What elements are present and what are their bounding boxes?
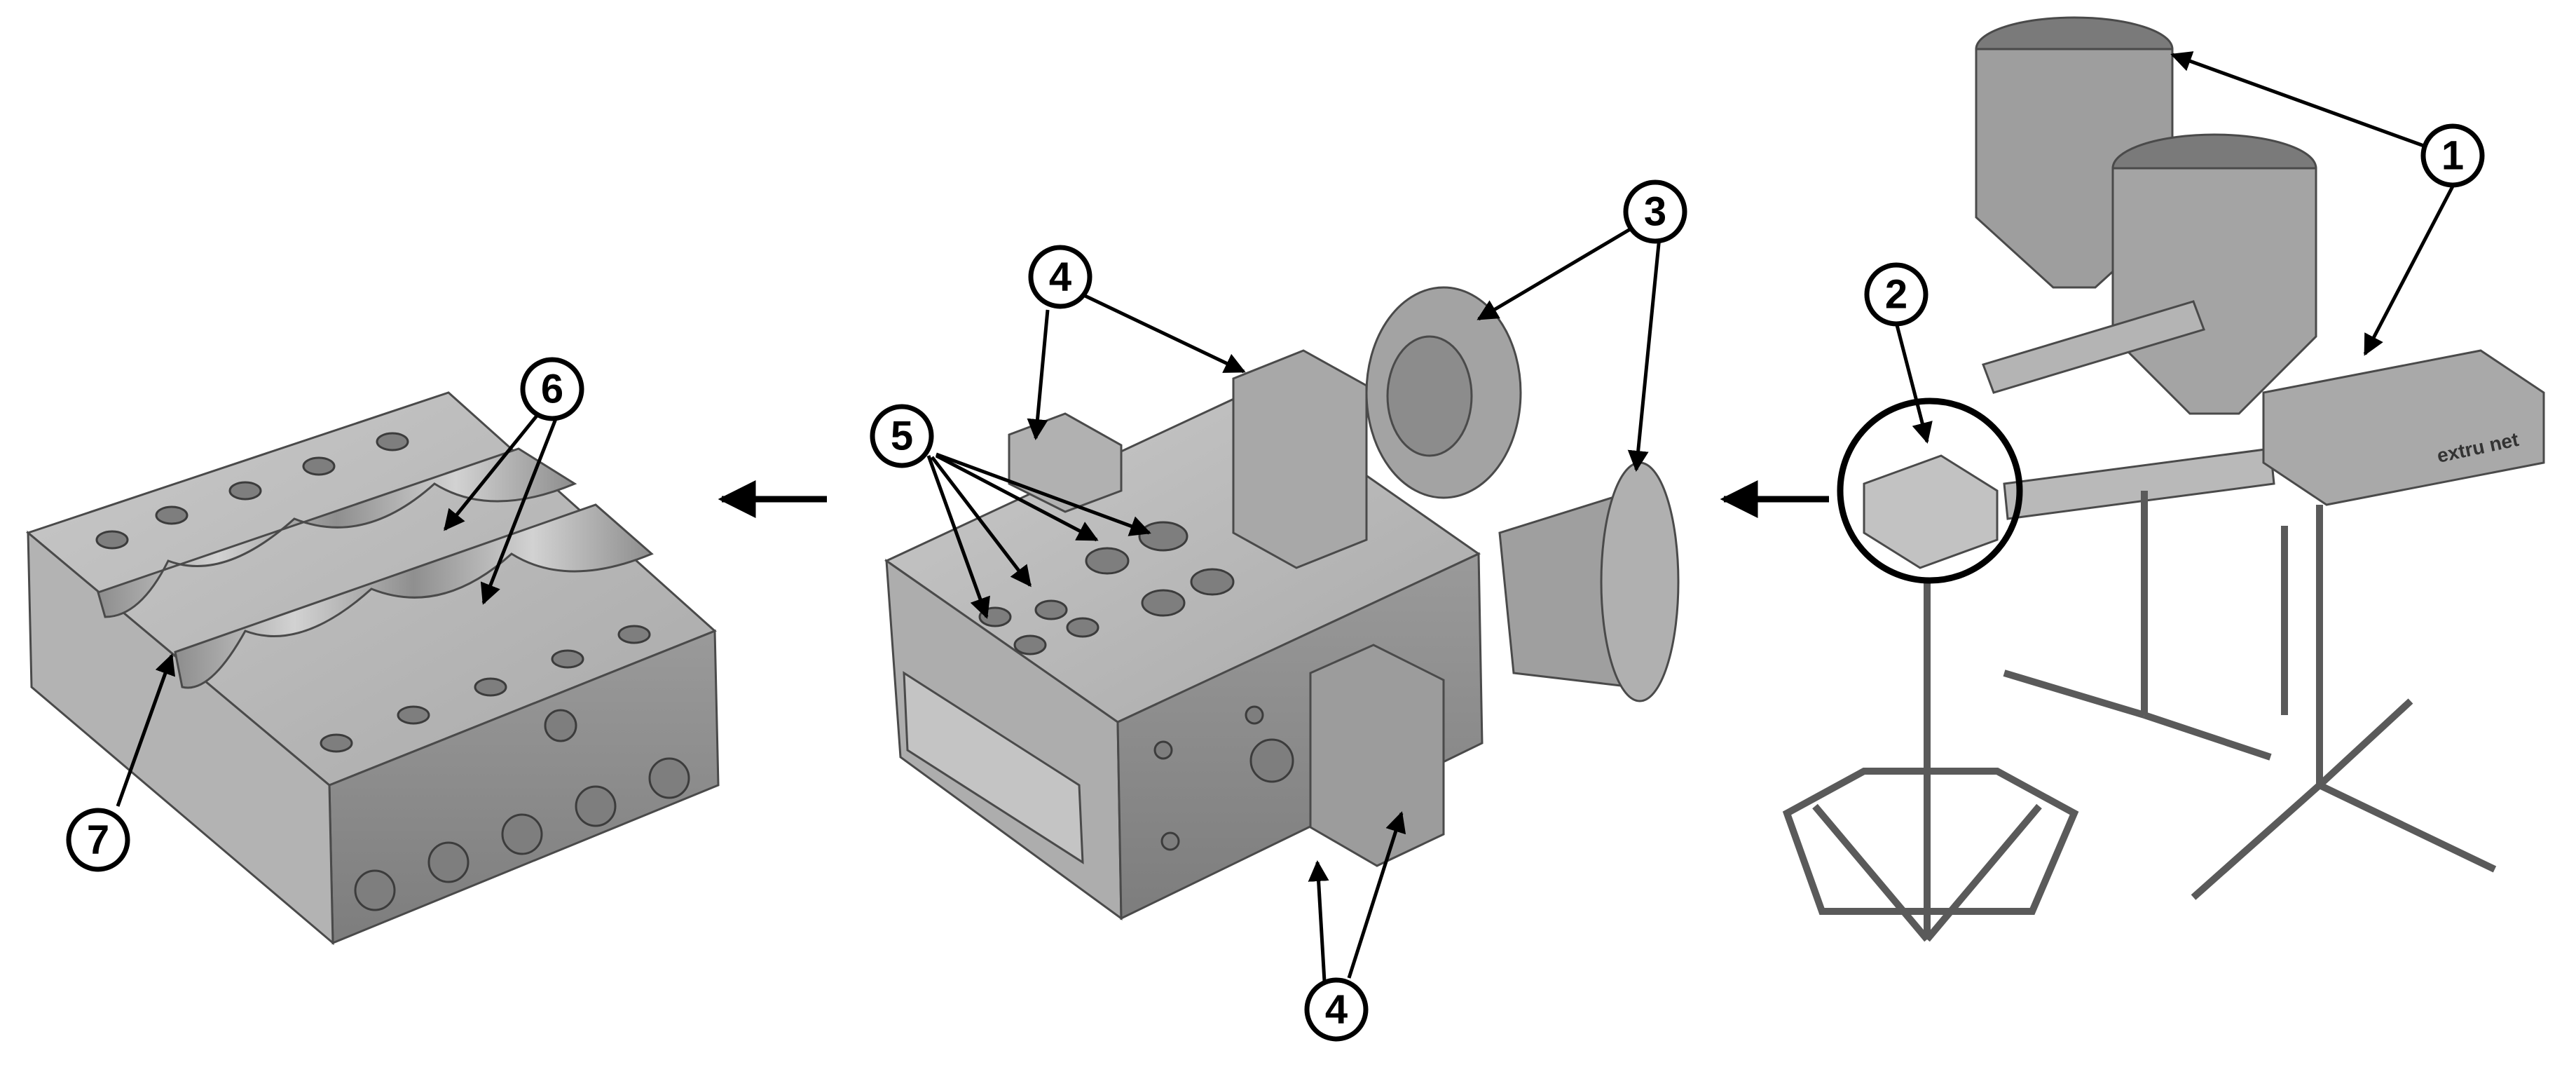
callout-6-label: 6 [541, 367, 563, 412]
die-assembly [884, 286, 1680, 920]
bolt-holes-top [95, 432, 651, 753]
front-ports [354, 709, 690, 911]
mounting-holes [978, 521, 1294, 851]
callout-2: 2 [1864, 262, 1928, 327]
die-highlight-circle [1837, 397, 2023, 584]
callout-3: 3 [1623, 179, 1687, 244]
callout-4-top: 4 [1028, 245, 1092, 309]
extruder-machine: extru net [1782, 16, 2545, 942]
die-half-block [25, 391, 720, 946]
callout-4-bottom-label: 4 [1325, 987, 1348, 1033]
support-stands [1782, 491, 2497, 942]
callout-4-top-label: 4 [1049, 254, 1071, 300]
callout-1-label: 1 [2441, 133, 2464, 179]
callout-5-label: 5 [891, 414, 913, 459]
callout-7: 7 [66, 808, 130, 872]
wave-channel-upper [97, 447, 577, 618]
callout-3-label: 3 [1644, 189, 1666, 235]
heater-block-bottom [1309, 644, 1445, 867]
adapter-flange-right [1600, 461, 1680, 702]
hopper-right [2111, 133, 2317, 415]
callout-4-bottom: 4 [1304, 977, 1369, 1042]
wave-channel-lower [174, 503, 654, 689]
extruder-barrel [2003, 447, 2275, 520]
callout-2-label: 2 [1885, 272, 1907, 318]
callout-5: 5 [870, 404, 934, 468]
control-cabinet [2262, 349, 2545, 506]
heater-block-top [1232, 349, 1368, 569]
callout-7-label: 7 [87, 817, 109, 863]
callout-1: 1 [2420, 123, 2485, 188]
leader-lines [116, 51, 2456, 982]
mounted-die [1863, 454, 1999, 569]
callout-6: 6 [520, 357, 584, 421]
